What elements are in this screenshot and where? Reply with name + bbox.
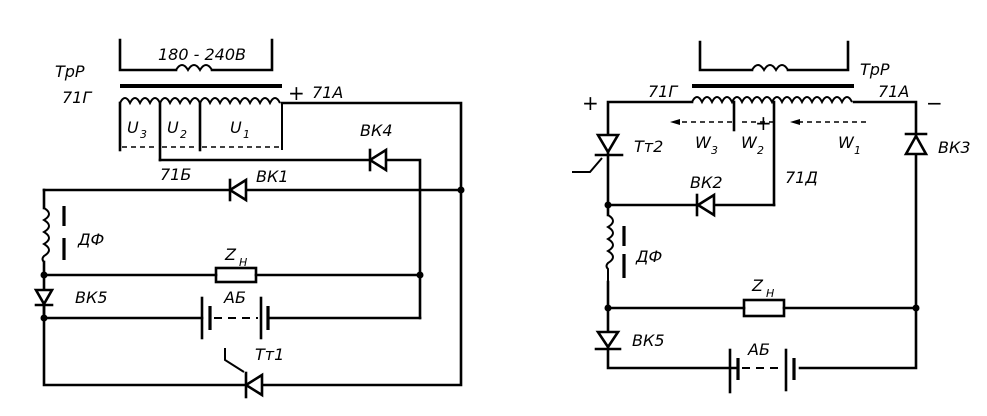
svg-text:Н: Н xyxy=(239,256,247,269)
winding-w3-label: W 3 xyxy=(695,133,718,157)
diode-vk4 xyxy=(367,147,388,173)
right-choke-label: ДФ xyxy=(635,247,662,266)
right-left-wire xyxy=(606,100,694,217)
thyristor-tt1 xyxy=(224,348,264,399)
svg-text:Z: Z xyxy=(751,276,764,295)
battery-ab xyxy=(200,296,270,340)
polarity-plus: + xyxy=(288,81,305,105)
diode-vk4-label: ВК4 xyxy=(360,121,393,140)
mid-polarity-plus: + xyxy=(755,111,772,135)
svg-text:2: 2 xyxy=(180,128,187,141)
svg-text:1: 1 xyxy=(854,144,861,157)
junction-dot xyxy=(604,201,612,209)
svg-text:3: 3 xyxy=(711,144,718,157)
junction-dot xyxy=(416,271,424,279)
junction-dot xyxy=(40,271,48,279)
tap-71g-label: 71Г xyxy=(62,88,92,107)
tap-71a-label: 71А xyxy=(312,83,343,102)
right-battery-label: АБ xyxy=(747,340,770,359)
right-load-label: Z Н xyxy=(751,276,774,300)
thyristor-tt2 xyxy=(572,133,624,173)
thyristor-label: Тт1 xyxy=(255,345,284,364)
winding-u3-label: U 3 xyxy=(127,118,147,141)
right-diode-vk5-label: ВК5 xyxy=(632,331,665,350)
right-battery-ab xyxy=(728,348,796,394)
tap-71d-label: 71Д xyxy=(785,168,818,187)
transformer-label: ТрР xyxy=(55,62,85,81)
junction-dot xyxy=(912,304,920,312)
diode-vk3 xyxy=(903,132,929,156)
svg-text:2: 2 xyxy=(757,144,764,157)
right-tap-71a-label: 71А xyxy=(878,82,909,101)
winding-u2-label: U 2 xyxy=(167,118,187,141)
svg-text:U: U xyxy=(167,118,179,137)
battery-label: АБ xyxy=(223,288,246,307)
right-transformer-label: ТрР xyxy=(860,60,890,79)
right-diode-vk5 xyxy=(594,330,622,351)
svg-text:Н: Н xyxy=(766,287,774,300)
right-polarity-plus: + xyxy=(582,91,599,115)
load-label: Z Н xyxy=(224,245,247,269)
svg-text:W: W xyxy=(838,133,855,152)
right-load-resistor xyxy=(742,298,786,318)
diode-vk2 xyxy=(695,192,716,218)
diode-vk5-label: ВК5 xyxy=(75,288,108,307)
left-circuit: 180 - 240В ТрР 71Г + 71А 71Б U 3 U 2 U 1 xyxy=(33,38,465,399)
svg-text:1: 1 xyxy=(243,128,250,141)
right-choke-df xyxy=(605,214,626,282)
tap-71b-wire xyxy=(158,158,422,320)
right-polarity-minus: − xyxy=(926,91,943,115)
winding-u1-label: U 1 xyxy=(230,118,250,141)
svg-text:W: W xyxy=(741,133,758,152)
diode-vk2-label: ВК2 xyxy=(690,173,723,192)
right-circuit: ТрР + 71Г 71А − + 71Д W 3 W 2 W 1 xyxy=(572,40,971,394)
choke-df xyxy=(41,206,66,263)
diode-vk5 xyxy=(33,288,55,307)
right-secondary-winding xyxy=(670,96,866,207)
junction-dot xyxy=(604,304,612,312)
svg-text:Z: Z xyxy=(224,245,237,264)
winding-w2-label: W 2 xyxy=(741,133,764,157)
svg-text:W: W xyxy=(695,133,712,152)
load-resistor xyxy=(214,266,258,284)
junction-dot xyxy=(457,186,465,194)
svg-text:U: U xyxy=(127,118,139,137)
svg-text:3: 3 xyxy=(140,128,147,141)
winding-w1-label: W 1 xyxy=(838,133,861,157)
tap-71b-label: 71Б xyxy=(160,165,191,184)
thyristor-tt2-label: Тт2 xyxy=(634,137,663,156)
right-outer-wire xyxy=(798,100,918,370)
right-tap-71g-label: 71Г xyxy=(648,82,678,101)
outer-loop-wire xyxy=(42,101,463,387)
right-primary-winding xyxy=(698,40,850,72)
choke-label: ДФ xyxy=(77,230,104,249)
diode-vk1-label: ВК1 xyxy=(256,167,289,186)
left-secondary-winding xyxy=(118,97,283,162)
right-bottom-wire xyxy=(606,280,740,370)
svg-text:U: U xyxy=(230,118,242,137)
diode-vk1 xyxy=(227,177,248,203)
diode-vk3-label: ВК3 xyxy=(938,138,971,157)
supply-voltage-label: 180 - 240В xyxy=(158,45,246,64)
junction-dot xyxy=(40,314,48,322)
left-primary-winding xyxy=(118,38,274,72)
